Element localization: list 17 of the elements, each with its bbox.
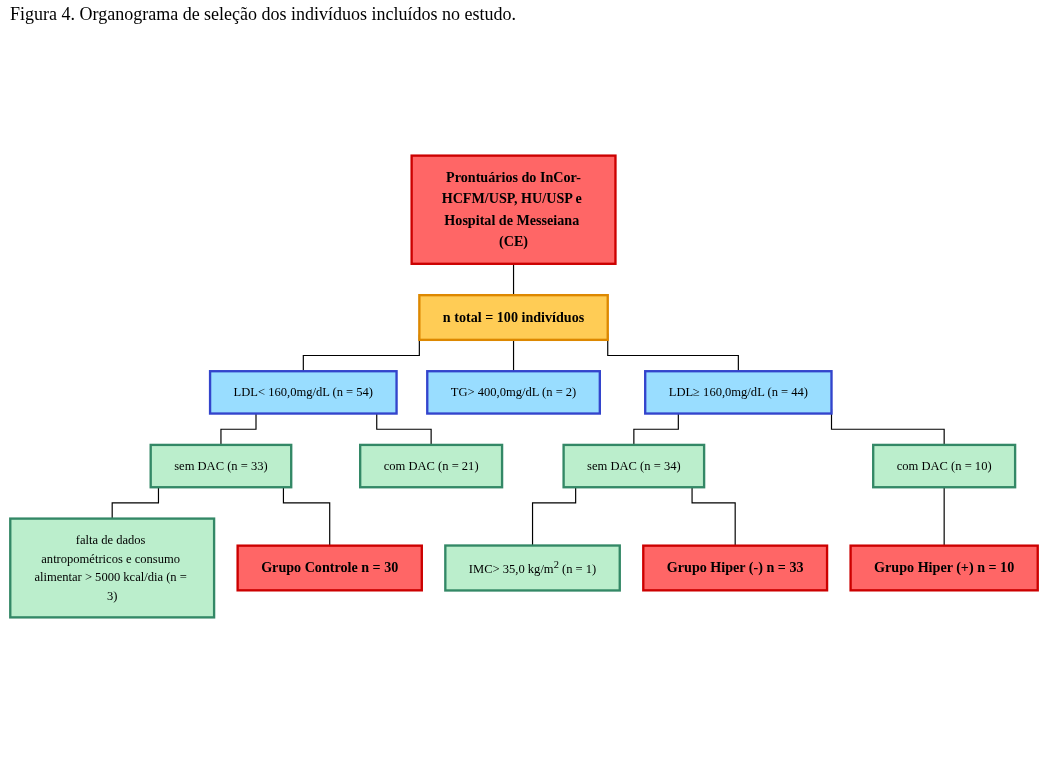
node-box: LDL≥ 160,0mg/dL (n = 44) (644, 370, 833, 415)
figure-title: Figura 4. Organograma de seleção dos indivíduos incluídos no estudo. (9, 3, 518, 26)
node-box: IMC> 35,0 kg/m$^{2}$ (n = 1) (444, 544, 621, 592)
node-box: n total = 100 indivíduos (418, 294, 609, 342)
node-box: sem DAC (n = 33) (149, 443, 293, 489)
node-box: sem DAC (n = 34) (562, 443, 706, 489)
node-box: Grupo Hiper (-) n = 33 (642, 544, 829, 592)
node-box: Grupo Controle n = 30 (236, 544, 423, 592)
connector (512, 339, 515, 372)
node-box: TG> 400,0mg/dL (n = 2) (426, 370, 601, 415)
node-box: Prontuários do InCor-HCFM/USP, HU/USP e Hospital de Messeiana (CE) (410, 154, 617, 265)
node-box: falta de dados antropométricos e consumo alimentar > 5000 kcal/dia (n = 3) (9, 517, 216, 619)
node-box: com DAC (n = 21) (359, 443, 504, 489)
node-box: com DAC (n = 10) (872, 443, 1017, 489)
node-box: LDL< 160,0mg/dL (n = 54) (208, 370, 398, 415)
node-box: Grupo Hiper (+) n = 10 (849, 544, 1039, 592)
connector (512, 263, 515, 296)
